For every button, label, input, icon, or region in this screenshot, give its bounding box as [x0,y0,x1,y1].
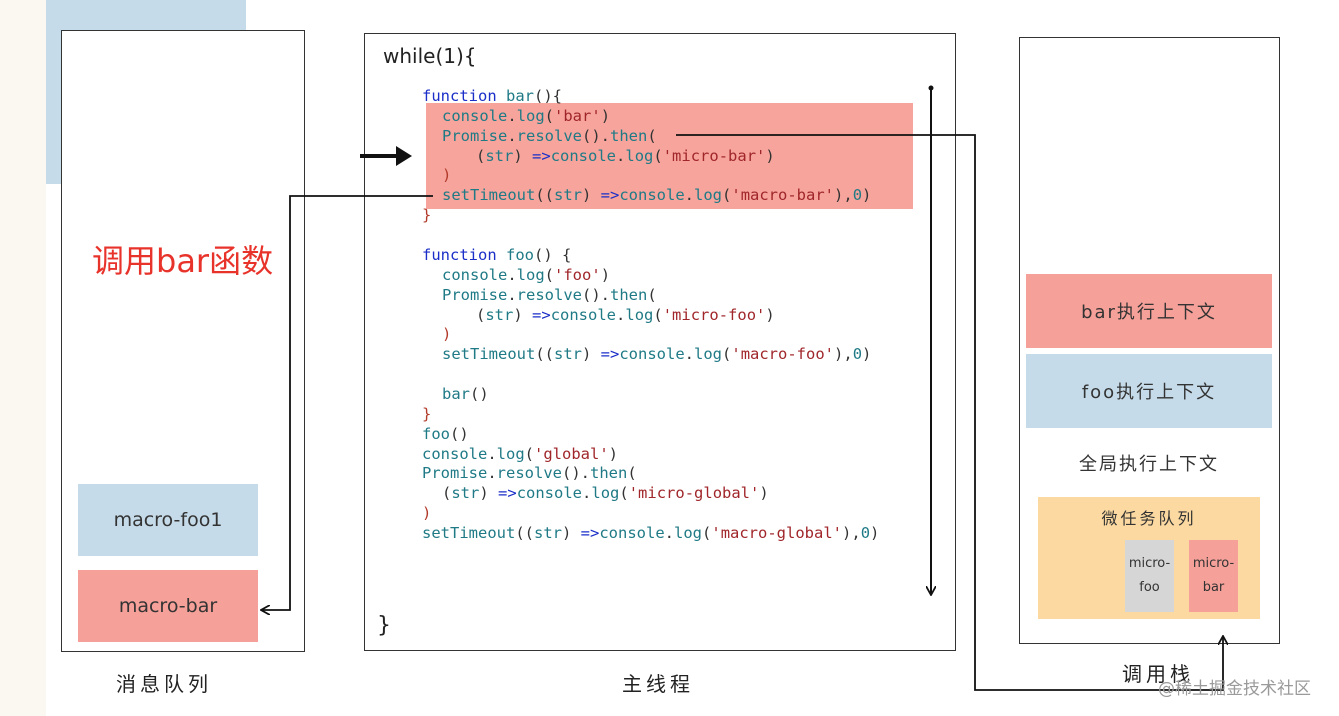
microtask-line: bar [1202,580,1225,595]
watermark: @稀土掘金技术社区 [1158,679,1311,699]
code-line: console.log('global') [422,445,619,463]
bar-function-highlight [426,103,913,209]
code-line: } [422,405,432,423]
code-line: } [422,206,432,224]
main-thread-caption: 主线程 [622,672,694,696]
while-loop-open: while(1){ [383,44,477,68]
flow-start-dot [928,85,934,91]
microtask-micro-bar: micro- bar [1189,540,1238,612]
then-to-microtask-arrow [676,134,1223,691]
left-margin-strip [0,0,46,716]
bar-execution-context: bar执行上下文 [1026,274,1272,348]
code-line: Promise.resolve().then( [442,286,657,304]
code-line: console.log('bar') [442,107,611,125]
code-line: ) [442,166,452,184]
code-line: ) [422,504,432,522]
code-line: Promise.resolve().then( [422,464,637,482]
microtask-queue-label: 微任务队列 [1101,509,1197,528]
microtask-line: micro- [1128,556,1171,571]
code-line: function foo() { [422,246,572,264]
code-line: bar() [442,385,489,403]
settimeout-to-queue-arrow [262,195,433,610]
code-line: ) [442,325,452,343]
microtask-line: foo [1139,580,1160,595]
call-bar-label: 调用bar函数 [92,242,274,280]
code-line: Promise.resolve().then( [442,127,657,145]
code-line: setTimeout((str) =>console.log('macro-ba… [442,186,872,204]
while-loop-close: } [377,613,391,638]
code-line: console.log('foo') [442,266,611,284]
microtask-line: micro- [1192,556,1235,571]
foo-execution-context: foo执行上下文 [1026,354,1272,428]
code-line: (str) =>console.log('micro-global') [442,484,769,502]
code-line: function bar(){ [422,87,562,105]
code-line: (str) =>console.log('micro-foo') [476,306,775,324]
call-stack-caption: 调用栈 [1122,662,1194,686]
message-queue-caption: 消息队列 [116,672,212,696]
global-execution-context-label: 全局执行上下文 [1079,454,1219,475]
code-line: setTimeout((str) =>console.log('macro-gl… [422,524,880,542]
queue-item-macro-foo1: macro-foo1 [78,484,258,556]
execution-pointer-arrowhead [396,146,412,166]
code-line: foo() [422,425,469,443]
code-line: (str) =>console.log('micro-bar') [476,147,775,165]
queue-item-macro-bar: macro-bar [78,570,258,642]
microtask-micro-foo: micro- foo [1125,540,1174,612]
code-line: setTimeout((str) =>console.log('macro-fo… [442,345,872,363]
